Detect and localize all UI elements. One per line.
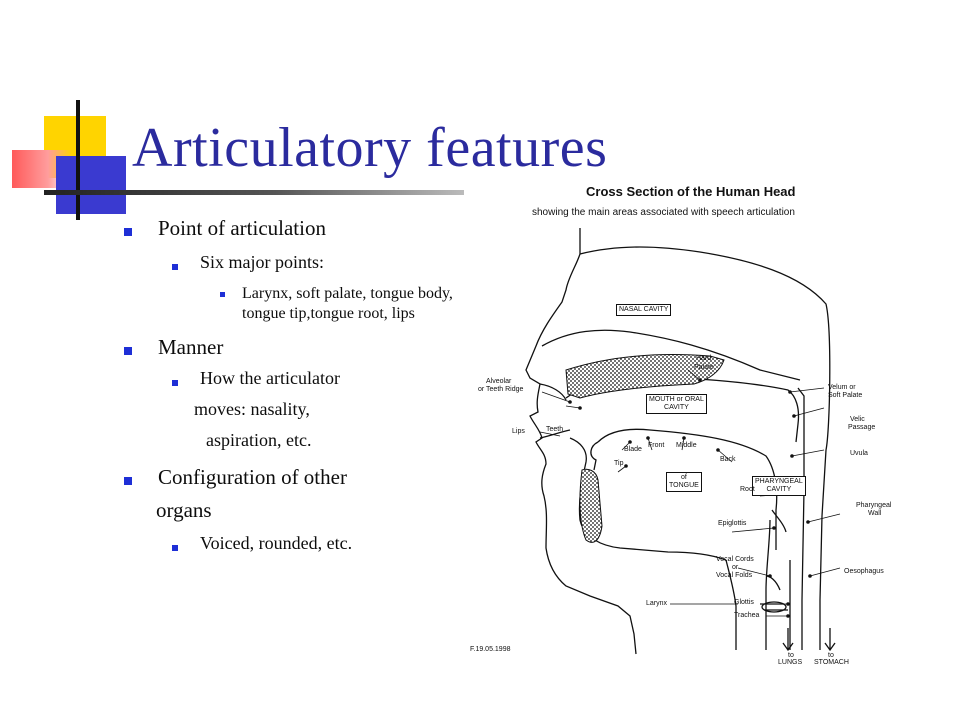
label-larynx: Larynx [646,600,668,607]
label-hard-palate-1: Hard [696,355,712,362]
tongue-box: of TONGUE [666,472,702,492]
label-velum-2: Soft Palate [828,392,863,399]
bullet-square [220,292,225,297]
bullet-points-line1: Larynx, soft palate, tongue body, [242,285,453,302]
tongue-box-label-2: TONGUE [669,482,699,489]
label-blade: Blade [624,446,642,453]
diagram-subtitle: showing the main areas associated with s… [532,207,795,218]
label-epiglottis: Epiglottis [718,520,747,527]
title-underline [44,190,464,195]
bullet-configuration-line2: organs [156,498,212,522]
label-alveolar-1: Alveolar [486,378,512,385]
bullet-point-of-articulation: Point of articulation [158,216,326,240]
head-outline-drawing [525,228,841,655]
decorative-blue-block [56,156,126,214]
mouth-cavity-label-2: CAVITY [664,404,689,411]
label-back: Back [720,456,736,463]
label-to-lungs-1: to [788,652,794,659]
label-glottis: Glottis [734,599,754,606]
decorative-vertical-line [76,100,80,220]
label-to-stomach-2: STOMACH [814,659,849,666]
label-pharyngeal-wall-1: Pharyngeal [856,502,892,509]
bullet-six-major-points: Six major points: [200,252,325,272]
pharyngeal-cavity-label-1: PHARYNGEAL [755,478,803,485]
label-lips: Lips [512,428,525,435]
bullet-voiced: Voiced, rounded, etc. [200,533,353,553]
label-velum-1: Velum or [828,384,856,391]
slide-title: Articulatory features [132,117,608,179]
pharyngeal-cavity-box: PHARYNGEAL CAVITY [752,476,806,496]
bullet-points-line2: tongue tip,tongue root, lips [242,305,415,322]
label-to-stomach-1: to [828,652,834,659]
bullet-square [124,347,132,355]
mouth-cavity-box: MOUTH or ORAL CAVITY [646,394,707,414]
label-velic-1: Velic [850,416,865,423]
label-trachea: Trachea [734,612,760,619]
bullet-square [124,477,132,485]
tongue-box-label-1: of [680,474,687,481]
nasal-cavity-label: NASAL CAVITY [619,306,669,313]
label-uvula: Uvula [850,450,868,457]
bullet-how-line2: moves: nasality, [194,399,310,419]
figure-reference: F.19.05.1998 [470,646,511,653]
head-cross-section-diagram: Cross Section of the Human Head showing … [470,180,910,666]
label-root: Root [740,486,755,493]
nasal-cavity-box: NASAL CAVITY [616,304,672,316]
label-alveolar-2: or Teeth Ridge [478,386,524,393]
mouth-cavity-label-1: MOUTH or ORAL [649,396,704,403]
label-oesophagus: Oesophagus [844,568,884,575]
bullet-square [124,228,132,236]
label-middle: Middle [676,442,697,449]
bullet-how-line1: How the articulator [200,368,340,388]
label-tip: Tip [614,460,624,467]
bullet-configuration-line1: Configuration of other [158,465,347,489]
bullet-square [172,545,178,551]
bullet-manner: Manner [158,335,224,359]
label-vocal-1: Vocal Cords [716,556,754,563]
label-velic-2: Passage [848,424,876,431]
bullet-square [172,380,178,386]
bullet-how-line3: aspiration, etc. [206,430,312,450]
label-vocal-3: Vocal Folds [716,572,753,579]
label-to-lungs-2: LUNGS [778,659,803,666]
label-front: Front [648,442,665,449]
label-teeth: Teeth [546,426,564,433]
label-pharyngeal-wall-2: Wall [868,510,882,517]
label-vocal-2: or [732,564,739,571]
bullet-square [172,264,178,270]
diagram-title: Cross Section of the Human Head [586,184,796,199]
label-hard-palate-2: Palate [694,364,714,371]
pharyngeal-cavity-label-2: CAVITY [766,486,792,493]
